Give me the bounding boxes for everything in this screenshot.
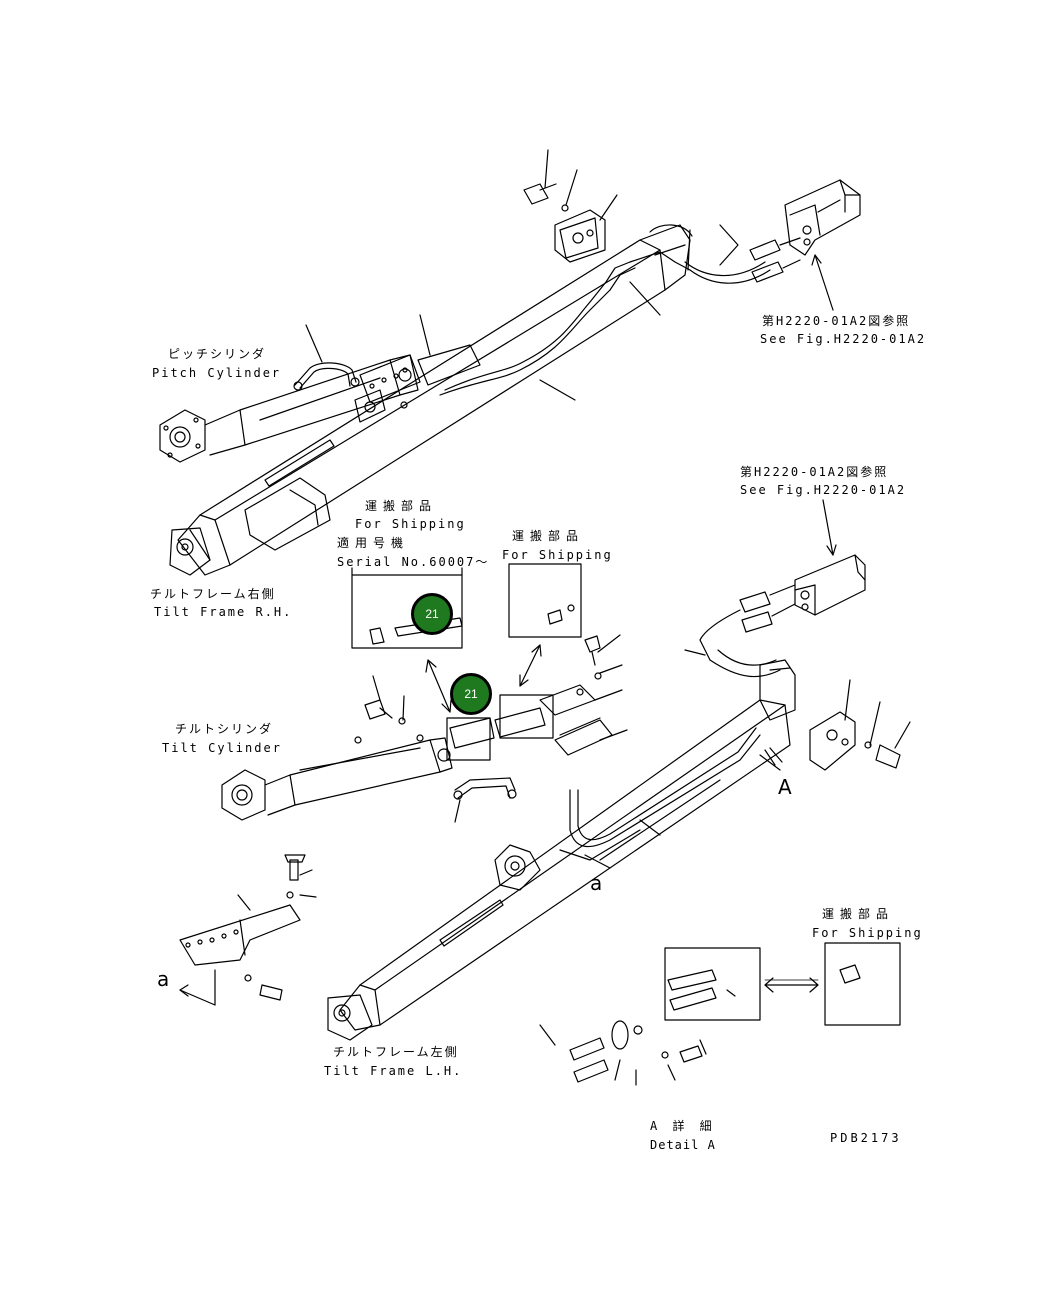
see-fig-top-label-jp: 第H2220-01A2図参照 bbox=[762, 314, 911, 328]
tilt-hose-loop bbox=[453, 777, 517, 800]
pitch-hose bbox=[293, 362, 360, 391]
cover-plate-top bbox=[354, 344, 481, 423]
clamp-top bbox=[523, 183, 606, 263]
reference-a-mid: a bbox=[590, 871, 603, 895]
pitch-cylinder-label-jp: ピッチシリンダ bbox=[168, 347, 267, 361]
shipping-boxes bbox=[351, 563, 901, 1026]
see-fig-mid-label-jp: 第H2220-01A2図参照 bbox=[740, 465, 889, 479]
reference-a-left: a bbox=[157, 967, 170, 991]
clamp-mid bbox=[809, 711, 901, 771]
tilt-cylinder bbox=[221, 734, 453, 821]
shipping2-label-jp: 運搬部品 bbox=[512, 529, 585, 543]
detail-a-label-jp: A 詳 細 bbox=[650, 1119, 716, 1133]
detail-a-view bbox=[569, 969, 717, 1083]
leader-arrowhead-mid bbox=[826, 544, 837, 556]
tilt-frame-lh-label-en: Tilt Frame L.H. bbox=[324, 1064, 463, 1078]
tilt-frame-rh-label-en: Tilt Frame R.H. bbox=[154, 605, 293, 619]
tilt-cylinder-label-jp: チルトシリンダ bbox=[175, 722, 274, 736]
bottom-left-bracket bbox=[179, 854, 306, 1006]
part-marker-21-lower[interactable]: 21 bbox=[450, 673, 492, 715]
valve-block-top bbox=[784, 179, 861, 256]
shipping3-label-en: For Shipping bbox=[812, 926, 923, 940]
top-hoses bbox=[439, 251, 771, 396]
double-arrows bbox=[425, 644, 819, 993]
drawing-code: PDB2173 bbox=[830, 1131, 902, 1145]
tilt-frame-lh-assembly bbox=[327, 659, 796, 1041]
shipping1-label-en: For Shipping bbox=[355, 517, 466, 531]
view-a-arrow bbox=[759, 747, 783, 771]
serial-label-en: Serial No.60007～ bbox=[337, 555, 490, 569]
part-marker-21-upper[interactable]: 21 bbox=[411, 593, 453, 635]
lower-hoses bbox=[559, 609, 781, 861]
see-fig-mid-label-en: See Fig.H2220-01A2 bbox=[740, 483, 907, 497]
see-fig-top-label-en: See Fig.H2220-01A2 bbox=[760, 332, 927, 346]
leader-lines bbox=[237, 149, 911, 1086]
view-a-label: A bbox=[778, 775, 792, 799]
leader-see-fig-top bbox=[814, 254, 834, 311]
tilt-cylinder-label-en: Tilt Cylinder bbox=[162, 741, 282, 755]
leader-see-fig-mid bbox=[822, 499, 834, 556]
leader-arrowhead bbox=[811, 254, 822, 266]
valve-block-mid bbox=[739, 554, 866, 633]
pitch-cylinder-label-en: Pitch Cylinder bbox=[152, 366, 282, 380]
detail-a-label-en: Detail A bbox=[650, 1138, 716, 1152]
shipping2-label-en: For Shipping bbox=[502, 548, 613, 562]
shipping1-label-jp: 運搬部品 bbox=[365, 499, 438, 513]
tilt-frame-lh-label-jp: チルトフレーム左側 bbox=[333, 1045, 459, 1059]
hose-fittings-top bbox=[749, 237, 801, 283]
serial-label-jp: 適用号機 bbox=[337, 536, 410, 550]
shipping3-label-jp: 運搬部品 bbox=[822, 907, 895, 921]
tilt-frame-rh-label-jp: チルトフレーム右側 bbox=[150, 587, 276, 601]
